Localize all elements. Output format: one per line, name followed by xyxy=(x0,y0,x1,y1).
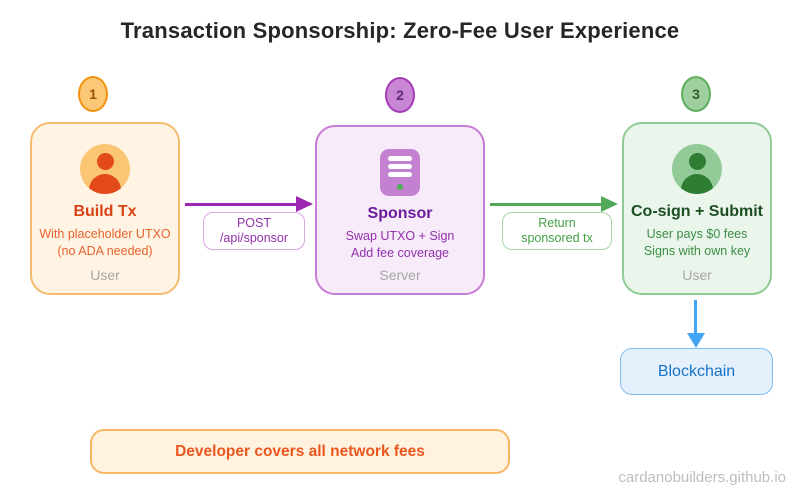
blockchain-box: Blockchain xyxy=(620,348,773,395)
arrow-right-icon xyxy=(185,203,297,206)
step-1-description: With placeholder UTXO (no ADA needed) xyxy=(39,227,171,258)
step-2-description: Swap UTXO + Sign Add fee coverage xyxy=(345,229,455,260)
step-2-number: 2 xyxy=(396,87,404,103)
diagram-title: Transaction Sponsorship: Zero-Fee User E… xyxy=(120,18,680,43)
step-3-title: Co-sign + Submit xyxy=(631,203,763,220)
step-3-description: User pays $0 fees Signs with own key xyxy=(643,227,751,258)
blockchain-label: Blockchain xyxy=(657,362,736,380)
step-3-badge: 3 xyxy=(681,76,711,112)
step-1-title: Build Tx xyxy=(73,203,137,220)
arrow-1-label: POST /api/sponsor xyxy=(203,212,305,250)
server-icon xyxy=(380,149,420,196)
step-1-box-build-tx: Build Tx With placeholder UTXO (no ADA n… xyxy=(30,122,180,295)
arrow-down-icon xyxy=(694,300,697,334)
step-2-title: Sponsor xyxy=(367,205,433,222)
arrow-right-icon xyxy=(490,203,602,206)
step-3-role: User xyxy=(682,267,712,283)
footer-site-url: cardanobuilders.github.io xyxy=(618,469,786,486)
server-status-dot xyxy=(397,184,403,190)
step-2-role: Server xyxy=(379,267,421,283)
arrow-right-head-icon xyxy=(601,196,618,212)
user-icon xyxy=(80,144,130,194)
step-3-box-cosign-submit: Co-sign + Submit User pays $0 fees Signs… xyxy=(622,122,772,295)
banner-text: Developer covers all network fees xyxy=(175,442,425,460)
arrow-2-label: Return sponsored tx xyxy=(502,212,612,250)
developer-fees-banner: Developer covers all network fees xyxy=(90,429,510,474)
step-1-number: 1 xyxy=(89,86,97,102)
step-3-number: 3 xyxy=(692,86,700,102)
step-1-role: User xyxy=(90,267,120,283)
arrow-down-head-icon xyxy=(686,333,705,348)
arrow-right-head-icon xyxy=(296,196,313,212)
user-icon xyxy=(672,144,722,194)
step-2-box-sponsor: Sponsor Swap UTXO + Sign Add fee coverag… xyxy=(315,125,485,295)
step-2-badge: 2 xyxy=(385,77,415,113)
step-1-badge: 1 xyxy=(78,76,108,112)
